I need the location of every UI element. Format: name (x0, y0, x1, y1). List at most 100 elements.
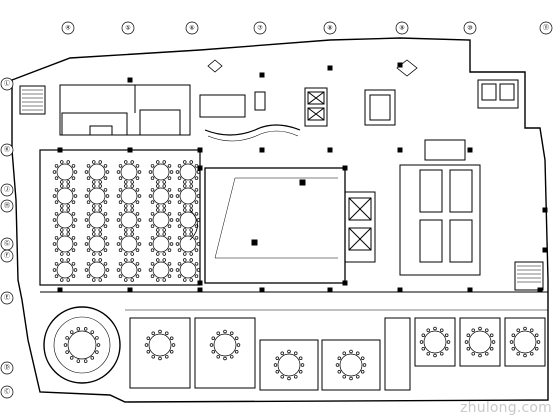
axis-bubble: Ⓔ (0, 291, 14, 305)
round-table (175, 184, 201, 208)
round-table (116, 258, 142, 282)
column (57, 287, 63, 293)
round-table (148, 208, 174, 232)
axis-label: ④ (65, 25, 70, 32)
column (467, 287, 473, 293)
column (327, 147, 333, 153)
axis-label: ⑪ (543, 24, 549, 32)
axis-bubble: ⑩ (463, 21, 477, 35)
column (467, 147, 473, 153)
elevator-core-top-right (477, 79, 519, 109)
axis-label: Ⓔ (4, 294, 10, 302)
round-table (63, 327, 101, 363)
round-table (116, 160, 142, 184)
elevator-core-1 (304, 87, 328, 127)
column (197, 147, 203, 153)
axis-bubbles-top: ④ ⑤ ⑥ ⑦ ⑧ ⑨ ⑩ ⑪ (61, 21, 553, 35)
axis-label: ⑦ (257, 25, 263, 32)
column (127, 287, 133, 293)
column (127, 147, 133, 153)
axis-bubble: Ⓒ (0, 385, 14, 399)
round-table (175, 208, 201, 232)
watermark: zhulong.com (460, 400, 552, 416)
banquet-hall (39, 149, 201, 286)
axis-label: Ⓖ (4, 240, 10, 248)
round-table (175, 160, 201, 184)
round-table (84, 160, 110, 184)
column (259, 287, 265, 293)
axis-bubble: Ⓓ (0, 361, 14, 375)
axis-label: ⑨ (399, 25, 404, 32)
axis-bubble: ⑨ (395, 21, 409, 35)
round-table (175, 258, 201, 282)
axis-bubble: ⑪ (539, 21, 553, 35)
column (197, 287, 203, 293)
column (327, 287, 333, 293)
round-table (84, 208, 110, 232)
axis-bubble: Ⓗ (0, 199, 14, 213)
stair-core-right (514, 261, 544, 291)
round-table (148, 232, 174, 256)
structural-columns (57, 62, 548, 293)
column (397, 62, 403, 68)
axis-bubble: Ⓚ (0, 143, 14, 157)
round-table (148, 160, 174, 184)
axis-bubble: ⑧ (323, 21, 337, 35)
stair-core-2 (364, 89, 396, 126)
axis-bubble: ④ (61, 21, 75, 35)
building-outline (11, 37, 549, 403)
column (57, 147, 63, 153)
elevator-core-center (344, 191, 376, 263)
column (259, 147, 265, 153)
round-table (175, 232, 201, 256)
round-table (84, 232, 110, 256)
round-table (148, 258, 174, 282)
round-table (52, 208, 78, 232)
axis-bubble: Ⓛ (0, 77, 14, 91)
round-table (52, 232, 78, 256)
axis-label: Ⓚ (4, 146, 10, 154)
round-table (116, 208, 142, 232)
column (542, 247, 548, 253)
round-table (52, 160, 78, 184)
column (397, 287, 403, 293)
column (537, 287, 543, 293)
banquet-table-group (52, 160, 201, 282)
axis-label: Ⓙ (4, 186, 10, 194)
level-mark-symbol (396, 59, 418, 77)
round-table (148, 184, 174, 208)
column (197, 280, 203, 286)
round-table (52, 258, 78, 282)
axis-label: ⑤ (125, 25, 130, 32)
axis-label: ⑥ (189, 25, 194, 32)
round-table (419, 326, 451, 358)
axis-label: Ⓓ (4, 364, 10, 372)
column (342, 165, 348, 171)
axis-bubble: ⑦ (253, 21, 267, 35)
level-mark-symbol (207, 59, 223, 73)
column (397, 147, 403, 153)
toilet-block (399, 164, 481, 276)
round-table (116, 232, 142, 256)
round-table (209, 329, 241, 361)
round-table (273, 349, 305, 381)
column (327, 65, 333, 71)
axis-label: Ⓛ (4, 80, 10, 88)
column (259, 72, 265, 78)
round-table (52, 184, 78, 208)
ballroom (204, 167, 346, 284)
axis-bubble: ⑤ (121, 21, 135, 35)
column (197, 165, 203, 171)
private-table-group (63, 326, 541, 381)
stair-core-left (19, 85, 46, 115)
private-dining-rooms (129, 317, 546, 391)
axis-label: ⑩ (467, 25, 472, 32)
axis-label: Ⓗ (4, 202, 10, 210)
round-table (464, 326, 496, 358)
vip-round-room (43, 306, 121, 384)
round-table (84, 184, 110, 208)
column (342, 280, 348, 286)
column (127, 77, 133, 83)
